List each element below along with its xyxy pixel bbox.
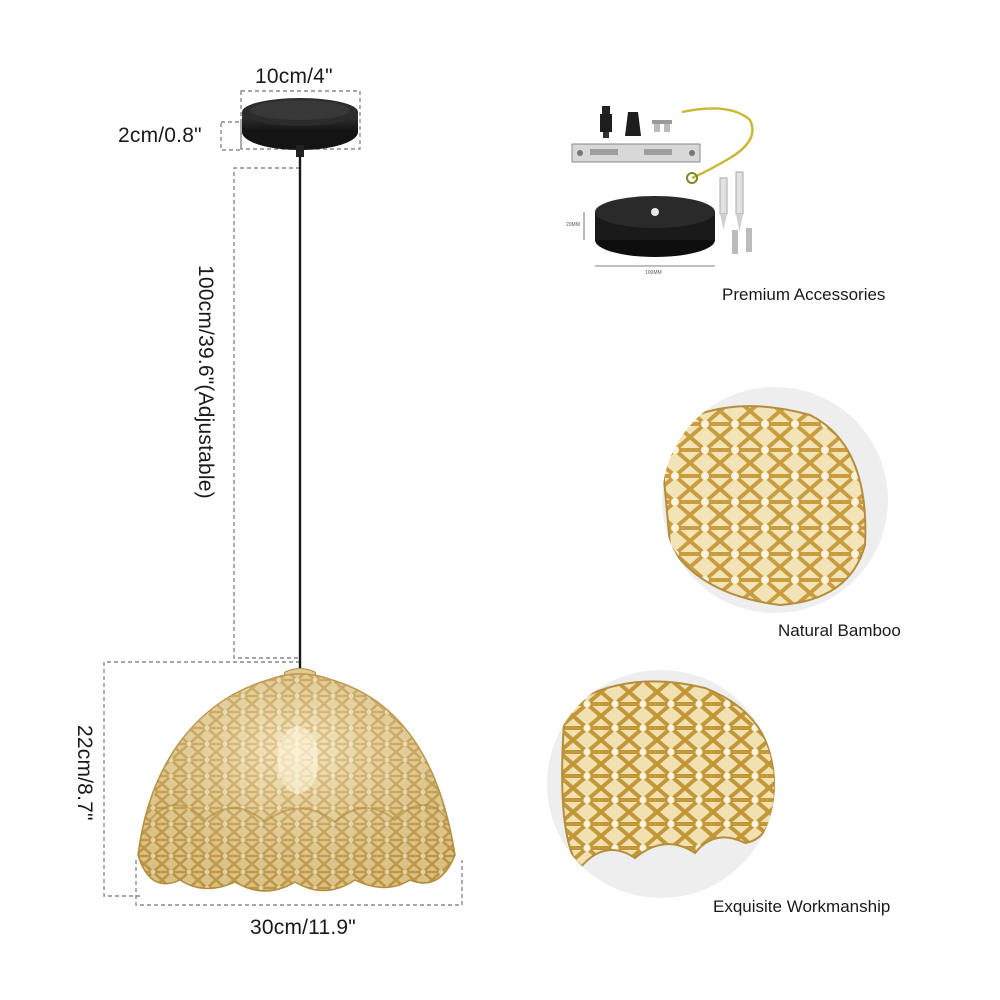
canopy-height-guide [220, 121, 242, 151]
shade-width-guide [135, 860, 463, 906]
shade-height-label: 22cm/8.7" [73, 725, 96, 821]
cord-length-label: 100cm/39.6"(Adjustable) [194, 265, 217, 499]
ground-wire [681, 107, 754, 180]
shade-width-label: 30cm/11.9" [250, 916, 356, 939]
shade-height-guide [103, 661, 300, 897]
canopy-width-label: 10cm/4" [255, 65, 333, 88]
canopy-height-label: 2cm/0.8" [118, 124, 202, 147]
exquisite-workmanship-closeup [547, 670, 775, 898]
bamboo-shade [137, 668, 456, 892]
accessories-image [571, 106, 754, 267]
canopy-width-guide [240, 90, 361, 150]
cord-length-guide [233, 167, 300, 659]
accessory-width-dim: 100MM [645, 270, 662, 276]
natural-bamboo-closeup [662, 387, 888, 613]
exquisite-workmanship-label: Exquisite Workmanship [713, 897, 891, 916]
cap-nut-part [625, 112, 641, 136]
accessory-canopy [595, 196, 715, 257]
mounting-bar [571, 143, 701, 163]
accessory-height-dim: 20MM [566, 222, 580, 228]
wall-anchors [719, 171, 752, 254]
ceiling-canopy [242, 98, 358, 157]
cord-grip-part [600, 106, 612, 138]
premium-accessories-label: Premium Accessories [722, 285, 886, 304]
screws-part [652, 120, 672, 132]
natural-bamboo-label: Natural Bamboo [778, 621, 901, 640]
